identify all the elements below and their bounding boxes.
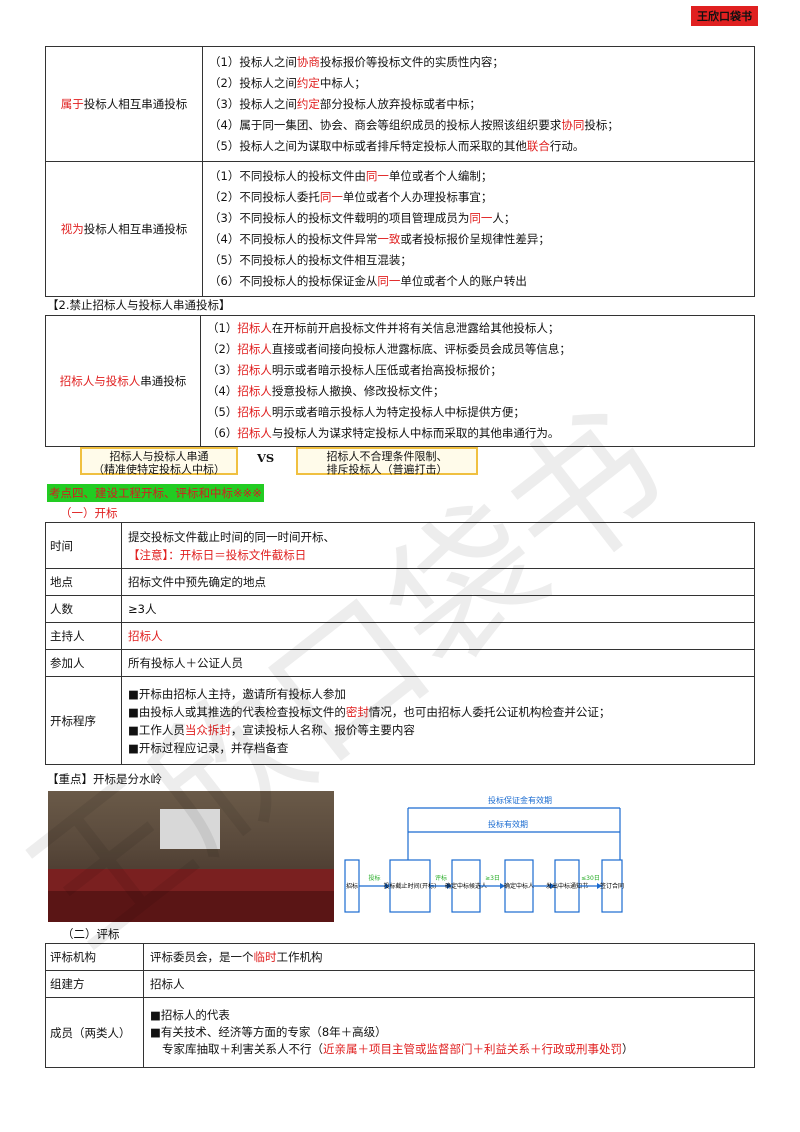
list-item: ■开标由招标人主持，邀请所有投标人参加 <box>128 686 346 701</box>
row-label: 地点 <box>45 568 122 596</box>
list-item: （1）投标人之间协商投标报价等投标文件的实质性内容； <box>209 54 504 69</box>
list-item: （6）不同投标人的投标保证金从同一单位或者个人的账户转出 <box>209 274 527 288</box>
row-content: 招标人 <box>143 970 755 998</box>
tenderer-collusion-table: 招标人与投标人串通投标 （1）招标人在开标前开启投标文件并将有关信息泄露给其他投… <box>45 315 755 447</box>
row-label: 主持人 <box>45 622 122 650</box>
table-row: 地点 招标文件中预先确定的地点 <box>45 568 755 596</box>
flow-arrowhead <box>597 883 602 889</box>
bid-opening-table: 时间 提交投标文件截止时间的同一时间开标、【注意】：开标日＝投标文件截标日 地点… <box>45 522 755 765</box>
row-content: （1）招标人在开标前开启投标文件并将有关信息泄露给其他投标人； （2）招标人直接或… <box>200 315 755 447</box>
table-row: 招标人与投标人串通投标 （1）招标人在开标前开启投标文件并将有关信息泄露给其他投… <box>45 315 755 447</box>
flow-box <box>554 859 580 913</box>
subsection-title: （二）评标 <box>62 927 120 941</box>
tip-box-left: 招标人与投标人串通（精准使特定投标人中标） <box>80 447 238 476</box>
flow-mid-label: 投标有效期 <box>488 819 528 829</box>
list-item: （2）招标人直接或者间接向投标人泄露标底、评标委员会成员等信息； <box>207 342 571 356</box>
list-item: （6）招标人与投标人为谋求特定投标人中标而采取的其他串通行为。 <box>207 426 560 440</box>
list-item: （2）不同投标人委托同一单位或者个人办理投标事宜； <box>209 190 493 204</box>
row-label: 招标人与投标人串通投标 <box>45 315 201 447</box>
table-row: 评标机构 评标委员会，是一个临时工作机构 <box>45 943 755 971</box>
row-content: ■招标人的代表 ■有关技术、经济等方面的专家（8年＋高级） 专家库抽取＋利害关系… <box>143 997 755 1068</box>
list-item: （5）招标人明示或者暗示投标人为特定投标人中标提供方便； <box>207 405 525 419</box>
flow-arrow-label: ≤30日 <box>581 875 600 882</box>
row-label: 属于投标人相互串通投标 <box>45 46 203 162</box>
table-row: 人数 ≥3人 <box>45 595 755 623</box>
table-row: 属于投标人相互串通投标 （1）投标人之间协商投标报价等投标文件的实质性内容； （2… <box>45 46 755 162</box>
row-label: 参加人 <box>45 649 122 677</box>
flow-box-label: 招标 <box>346 882 358 890</box>
row-content: ≥3人 <box>121 595 755 623</box>
list-item: （4）招标人授意投标人撤换、修改投标文件； <box>207 384 445 398</box>
flow-arrow-label: ≥3日 <box>485 875 500 882</box>
flow-box <box>504 859 534 913</box>
table-row: 主持人 招标人 <box>45 622 755 650</box>
flow-arrow-label: 投标 <box>368 874 380 882</box>
table-row: 时间 提交投标文件截止时间的同一时间开标、【注意】：开标日＝投标文件截标日 <box>45 522 755 569</box>
flow-box-label: 签订合同 <box>600 882 624 890</box>
flow-box-label: 投标截止时间(开标) <box>384 882 437 890</box>
brand-badge: 王欣口袋书 <box>691 6 758 26</box>
flow-box <box>451 859 481 913</box>
flow-arrowhead <box>500 883 505 889</box>
evaluation-table: 评标机构 评标委员会，是一个临时工作机构 组建方 招标人 成员（两类人） ■招标… <box>45 943 755 1068</box>
table-row: 视为投标人相互串通投标 （1）不同投标人的投标文件由同一单位或者个人编制； （2）… <box>45 161 755 297</box>
flow-box-label: 发出中标通知书 <box>546 882 588 890</box>
list-item: （5）投标人之间为谋取中标或者排斥特定投标人而采取的其他联合行动。 <box>209 138 585 153</box>
row-content: 招标文件中预先确定的地点 <box>121 568 755 596</box>
flow-top-label: 投标保证金有效期 <box>488 795 552 805</box>
list-item: ■开标过程应记录，并存档备查 <box>128 740 289 755</box>
flow-box-label: 确定中标候选人 <box>445 882 487 890</box>
table-row: 组建方 招标人 <box>45 970 755 998</box>
vs-label: VS <box>257 451 275 465</box>
tip-box-right: 招标人不合理条件限制、排斥投标人（普遍打击） <box>296 447 478 476</box>
meeting-photo <box>48 791 334 922</box>
row-content: 提交投标文件截止时间的同一时间开标、【注意】：开标日＝投标文件截标日 <box>121 522 755 569</box>
flow-arrowhead <box>550 883 555 889</box>
row-label: 人数 <box>45 595 122 623</box>
list-item: （3）招标人明示或者暗示投标人压低或者抬高投标报价； <box>207 363 502 377</box>
row-label: 开标程序 <box>45 676 122 765</box>
section-title: 【2.禁止招标人与投标人串通投标】 <box>47 298 231 312</box>
row-content: 招标人 <box>121 622 755 650</box>
row-label: 视为投标人相互串通投标 <box>45 161 203 297</box>
key-point: 【重点】开标是分水岭 <box>47 772 162 786</box>
list-item: （4）属于同一集团、协会、商会等组织成员的投标人按照该组织要求协同投标； <box>209 117 619 132</box>
row-label: 时间 <box>45 522 122 569</box>
list-item: ■由投标人或其推选的代表检查投标文件的密封情况，也可由招标人委托公证机构检查并公… <box>128 704 611 719</box>
list-item: （3）不同投标人的投标文件载明的项目管理成员为同一人； <box>209 211 516 225</box>
row-content: （1）不同投标人的投标文件由同一单位或者个人编制； （2）不同投标人委托同一单位或… <box>202 161 755 297</box>
row-content: （1）投标人之间协商投标报价等投标文件的实质性内容； （2）投标人之间约定中标人；… <box>202 46 755 162</box>
flow-arrowhead <box>385 883 390 889</box>
section-heading: 考点四、建设工程开标、评标和中标※※※ <box>47 484 264 502</box>
table-row: 参加人 所有投标人＋公证人员 <box>45 649 755 677</box>
row-content: 评标委员会，是一个临时工作机构 <box>143 943 755 971</box>
list-item: （3）投标人之间约定部分投标人放弃投标或者中标； <box>209 96 481 111</box>
list-item: （1）不同投标人的投标文件由同一单位或者个人编制； <box>209 169 493 183</box>
list-item: （1）招标人在开标前开启投标文件并将有关信息泄露给其他投标人； <box>207 321 560 335</box>
list-item: （4）不同投标人的投标文件异常一致或者投标报价呈规律性差异； <box>209 232 550 246</box>
flow-arrowhead <box>447 883 452 889</box>
bid-timeline-diagram: 投标保证金有效期 投标有效期 招标 投标投标截止时间(开标)评标确定中标候选人≥3… <box>344 795 624 913</box>
flow-arrow-label: 评标 <box>435 874 447 882</box>
list-item: （2）投标人之间约定中标人； <box>209 75 366 90</box>
list-item: （5）不同投标人的投标文件相互混装； <box>209 253 412 267</box>
table-row: 开标程序 ■开标由招标人主持，邀请所有投标人参加 ■由投标人或其推选的代表检查投标… <box>45 676 755 765</box>
flow-box-label: 确定中标人 <box>504 882 534 890</box>
subsection-title: （一）开标 <box>60 506 118 520</box>
row-content: ■开标由招标人主持，邀请所有投标人参加 ■由投标人或其推选的代表检查投标文件的密封… <box>121 676 755 765</box>
row-label: 评标机构 <box>45 943 144 971</box>
row-content: 所有投标人＋公证人员 <box>121 649 755 677</box>
row-label: 成员（两类人） <box>45 997 144 1068</box>
list-item: ■工作人员当众拆封，宣读投标人名称、报价等主要内容 <box>128 722 415 737</box>
flow-box <box>601 859 623 913</box>
table-row: 成员（两类人） ■招标人的代表 ■有关技术、经济等方面的专家（8年＋高级） 专家… <box>45 997 755 1068</box>
collusion-table: 属于投标人相互串通投标 （1）投标人之间协商投标报价等投标文件的实质性内容； （2… <box>45 46 755 297</box>
row-label: 组建方 <box>45 970 144 998</box>
